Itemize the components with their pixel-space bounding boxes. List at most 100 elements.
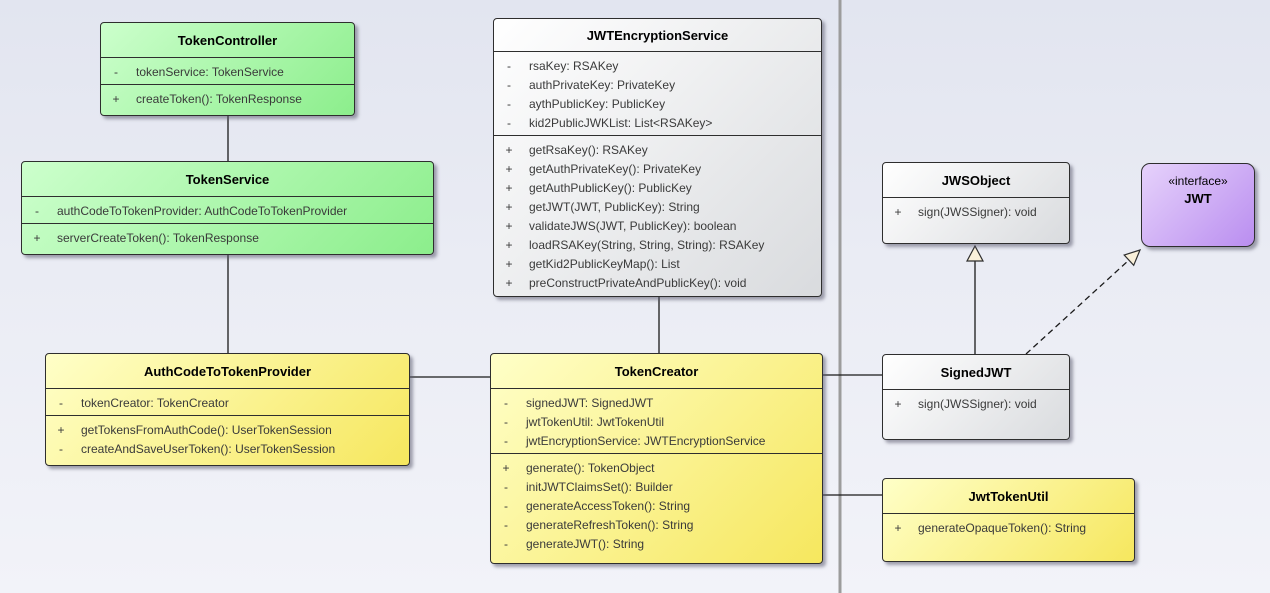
method-row: + getJWT(JWT, PublicKey): String (494, 198, 821, 217)
method-row: + getRsaKey(): RSAKey (494, 141, 821, 160)
attribute-row: - tokenCreator: TokenCreator (46, 394, 409, 413)
visibility-marker: - (59, 442, 63, 456)
method-text: getTokensFromAuthCode(): UserTokenSessio… (81, 423, 332, 437)
method-text: getRsaKey(): RSAKey (529, 143, 648, 157)
attributes-compartment: - authCodeToTokenProvider: AuthCodeToTok… (22, 196, 433, 223)
class-title: JwtTokenUtil (968, 488, 1049, 504)
method-text: preConstructPrivateAndPublicKey(): void (529, 276, 747, 290)
generalization-arrow-icon (966, 244, 984, 262)
method-row: + generateOpaqueToken(): String (883, 519, 1134, 538)
method-text: createToken(): TokenResponse (136, 92, 302, 106)
visibility-marker: + (505, 276, 513, 290)
methods-compartment: + getTokensFromAuthCode(): UserTokenSess… (46, 415, 409, 465)
methods-compartment: + generateOpaqueToken(): String (883, 513, 1134, 561)
visibility-marker: + (33, 231, 41, 245)
method-text: createAndSaveUserToken(): UserTokenSessi… (81, 442, 336, 456)
visibility-marker: + (112, 92, 120, 106)
methods-compartment: + generate(): TokenObject - initJWTClaim… (491, 453, 822, 563)
attribute-text: rsaKey: RSAKey (529, 59, 619, 73)
visibility-marker: + (502, 461, 510, 475)
method-row: + getAuthPrivateKey(): PrivateKey (494, 160, 821, 179)
attributes-compartment: - tokenCreator: TokenCreator (46, 388, 409, 415)
visibility-marker: - (35, 204, 39, 218)
visibility-marker: - (504, 518, 508, 532)
visibility-marker: + (505, 181, 513, 195)
method-text: generateRefreshToken(): String (526, 518, 694, 532)
attribute-row: - authCodeToTokenProvider: AuthCodeToTok… (22, 202, 433, 221)
class-title: TokenService (185, 171, 270, 187)
class-title: TokenCreator (614, 363, 699, 379)
attribute-row: - tokenService: TokenService (101, 63, 354, 82)
class-title: AuthCodeToTokenProvider (143, 363, 312, 379)
visibility-marker: + (57, 423, 65, 437)
method-text: getJWT(JWT, PublicKey): String (529, 200, 700, 214)
class-token-service[interactable]: TokenService - authCodeToTokenProvider: … (21, 161, 434, 255)
attribute-row: - jwtTokenUtil: JwtTokenUtil (491, 413, 822, 432)
attribute-text: jwtEncryptionService: JWTEncryptionServi… (526, 434, 766, 448)
method-row: + sign(JWSSigner): void (883, 203, 1069, 222)
method-text: sign(JWSSigner): void (918, 397, 1037, 411)
method-text: validateJWS(JWT, PublicKey): boolean (529, 219, 737, 233)
realization-signedjwt-jwt (1025, 249, 1142, 355)
methods-compartment: + sign(JWSSigner): void (883, 197, 1069, 243)
visibility-marker: - (507, 59, 511, 73)
attribute-text: tokenCreator: TokenCreator (81, 396, 229, 410)
class-jwt-token-util[interactable]: JwtTokenUtil + generateOpaqueToken(): St… (882, 478, 1135, 562)
generalization-signedjwt-jwsobject (966, 244, 984, 354)
attribute-text: authCodeToTokenProvider: AuthCodeToToken… (57, 204, 348, 218)
visibility-marker: + (505, 200, 513, 214)
method-row: + sign(JWSSigner): void (883, 395, 1069, 414)
class-jwt-interface[interactable]: «interface» JWT (1141, 163, 1255, 247)
visibility-marker: + (505, 162, 513, 176)
visibility-marker: - (114, 65, 118, 79)
method-text: getAuthPrivateKey(): PrivateKey (529, 162, 702, 176)
attribute-text: aythPublicKey: PublicKey (529, 97, 666, 111)
visibility-marker: + (894, 397, 902, 411)
visibility-marker: + (505, 143, 513, 157)
class-jws-object[interactable]: JWSObject + sign(JWSSigner): void (882, 162, 1070, 244)
visibility-marker: - (504, 415, 508, 429)
attribute-text: tokenService: TokenService (136, 65, 284, 79)
visibility-marker: - (504, 396, 508, 410)
method-row: + createToken(): TokenResponse (101, 90, 354, 109)
visibility-marker: - (504, 499, 508, 513)
class-jwt-encryption-service[interactable]: JWTEncryptionService - rsaKey: RSAKey - … (493, 18, 822, 297)
method-row: + getKid2PublicKeyMap(): List (494, 255, 821, 274)
visibility-marker: - (507, 97, 511, 111)
method-text: generateOpaqueToken(): String (918, 521, 1087, 535)
visibility-marker: - (504, 537, 508, 551)
attribute-row: - authPrivateKey: PrivateKey (494, 76, 821, 95)
attributes-compartment: - rsaKey: RSAKey - authPrivateKey: Priva… (494, 51, 821, 135)
visibility-marker: - (59, 396, 63, 410)
visibility-marker: + (505, 257, 513, 271)
class-title: JWT (1184, 191, 1212, 206)
attribute-text: signedJWT: SignedJWT (526, 396, 654, 410)
attribute-text: authPrivateKey: PrivateKey (529, 78, 676, 92)
method-text: serverCreateToken(): TokenResponse (57, 231, 259, 245)
attribute-row: - signedJWT: SignedJWT (491, 394, 822, 413)
method-text: sign(JWSSigner): void (918, 205, 1037, 219)
method-text: loadRSAKey(String, String, String): RSAK… (529, 238, 765, 252)
class-title: JWSObject (941, 172, 1011, 188)
class-signed-jwt[interactable]: SignedJWT + sign(JWSSigner): void (882, 354, 1070, 440)
methods-compartment: + getRsaKey(): RSAKey + getAuthPrivateKe… (494, 135, 821, 296)
visibility-marker: + (894, 205, 902, 219)
attribute-row: - aythPublicKey: PublicKey (494, 95, 821, 114)
realization-arrow-icon (1123, 249, 1142, 267)
method-text: getAuthPublicKey(): PublicKey (529, 181, 692, 195)
visibility-marker: + (505, 238, 513, 252)
method-row: - initJWTClaimsSet(): Builder (491, 478, 822, 497)
stereotype-label: «interface» (1168, 174, 1228, 188)
class-auth-code-to-token-provider[interactable]: AuthCodeToTokenProvider - tokenCreator: … (45, 353, 410, 466)
method-row: + serverCreateToken(): TokenResponse (22, 229, 433, 248)
class-token-creator[interactable]: TokenCreator - signedJWT: SignedJWT - jw… (490, 353, 823, 564)
class-token-controller[interactable]: TokenController - tokenService: TokenSer… (100, 22, 355, 116)
visibility-marker: + (505, 219, 513, 233)
attribute-text: jwtTokenUtil: JwtTokenUtil (526, 415, 665, 429)
attribute-text: kid2PublicJWKList: List<RSAKey> (529, 116, 713, 130)
method-text: initJWTClaimsSet(): Builder (526, 480, 673, 494)
method-row: - generateAccessToken(): String (491, 497, 822, 516)
visibility-marker: - (504, 434, 508, 448)
method-text: generateAccessToken(): String (526, 499, 691, 513)
